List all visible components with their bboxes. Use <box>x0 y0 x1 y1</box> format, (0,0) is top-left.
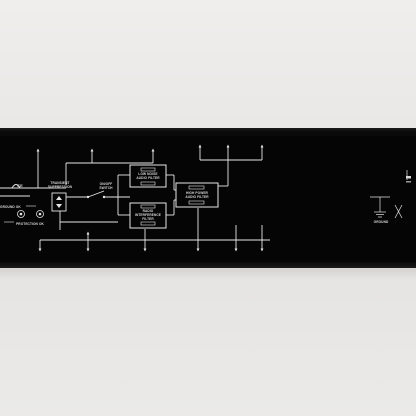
status-indicators: GROUND OK PROTECTION OK <box>0 205 44 226</box>
low-noise-label-2: AUDIO FILTER <box>136 176 160 180</box>
low-noise-label-1: LOW NOISE <box>138 172 157 176</box>
low-noise-filter-block: LOW NOISE AUDIO FILTER <box>129 164 167 188</box>
transient-label-2: SUPPRESSION <box>48 185 73 189</box>
rf-filter-label-3: FILTER <box>142 217 154 221</box>
ground-ok-label: GROUND OK <box>0 205 21 209</box>
high-power-label-1: HIGH POWER <box>186 191 208 195</box>
on-off-label-2: SWITCH <box>99 186 113 190</box>
transient-label-1: TRANSIENT <box>50 181 69 185</box>
radio-interference-filter-block: RADIO INTERFERENCE FILTER <box>129 202 167 229</box>
protection-ok-led-icon <box>36 210 44 218</box>
edge-mark-icon <box>406 176 411 179</box>
ground-label: GROUND <box>374 220 389 224</box>
ce-label: CE <box>17 183 23 188</box>
panel-shadow <box>0 262 416 280</box>
panel-bottom-edge <box>0 262 416 268</box>
diagram-wiring <box>0 144 270 252</box>
high-power-filter-block: HIGH POWER AUDIO FILTER <box>175 182 219 208</box>
high-power-label-2: AUDIO FILTER <box>185 195 209 199</box>
on-off-switch: ON/OFF SWITCH <box>86 182 113 199</box>
rf-filter-label-1: RADIO <box>143 209 154 213</box>
on-off-label-1: ON/OFF <box>100 182 113 186</box>
transient-suppression-block: TRANSIENT SUPPRESSION <box>48 181 73 212</box>
panel-top-edge <box>0 128 416 132</box>
rf-filter-label-2: INTERFERENCE <box>135 213 161 217</box>
ground-section <box>370 170 408 219</box>
edge-mark-icon <box>406 181 411 183</box>
ground-ok-led-icon <box>17 210 25 218</box>
protection-ok-label: PROTECTION OK <box>16 222 44 226</box>
